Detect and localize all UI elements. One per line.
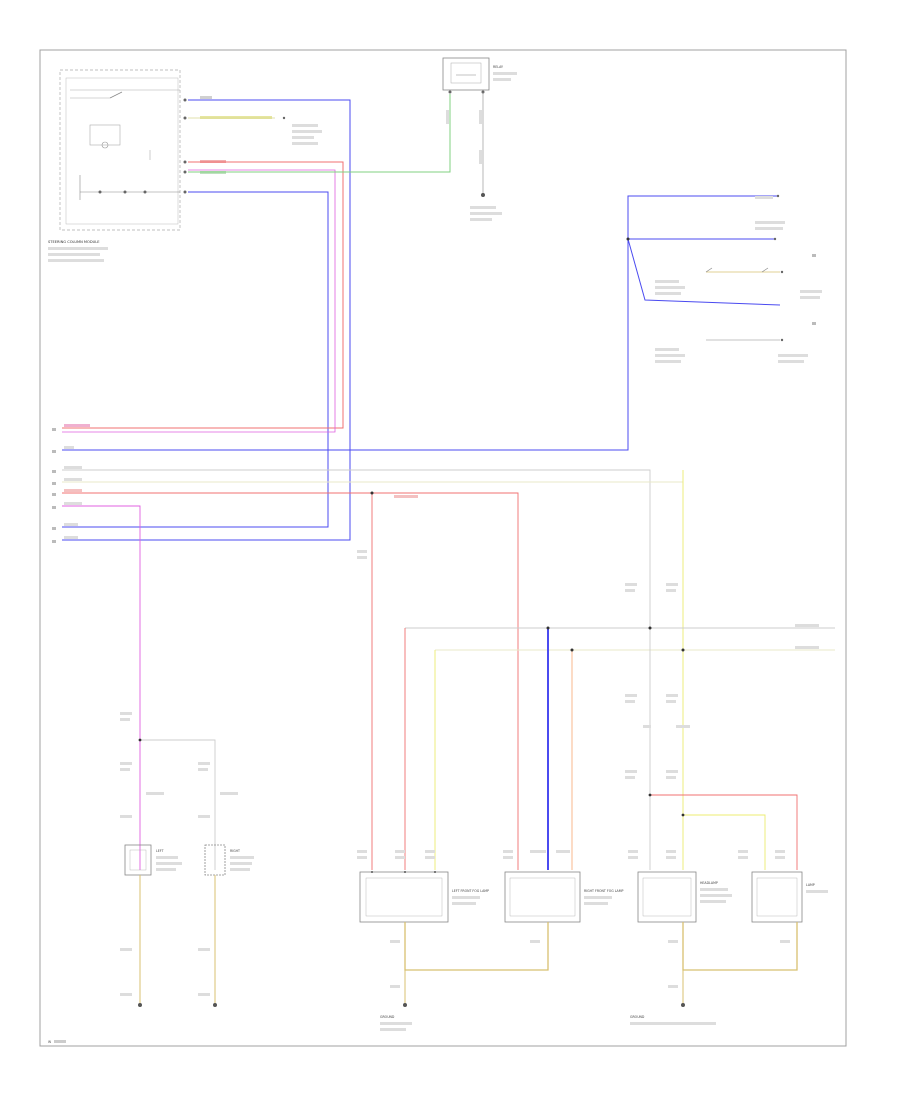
- bottom-pin-labels: [357, 850, 785, 859]
- diagram-frame: [39, 49, 847, 1047]
- right-front-fog-lamp: [504, 871, 581, 923]
- module-label: STEERING COLUMN MODULE: [48, 240, 100, 244]
- bottom-center-components: LEFT FRONT FOG LAMP RIGHT FRONT FOG LAMP…: [359, 871, 623, 1031]
- svg-text:RIGHT FRONT FOG LAMP: RIGHT FRONT FOG LAMP: [584, 889, 623, 893]
- svg-text:LEFT FRONT FOG LAMP: LEFT FRONT FOG LAMP: [452, 889, 489, 893]
- top-center-relay: RELAY: [442, 57, 517, 221]
- svg-text:GROUND: GROUND: [380, 1015, 395, 1019]
- top-wires: [62, 94, 451, 541]
- svg-text:LAMP: LAMP: [806, 883, 815, 887]
- middle-bus: [52, 424, 683, 870]
- lamp-component: [751, 871, 803, 923]
- left-fog-lamp: [124, 844, 152, 876]
- svg-text:RIGHT: RIGHT: [230, 849, 240, 853]
- steering-column-module: STEERING COLUMN MODULE: [48, 69, 187, 262]
- headlamp-switch: [637, 871, 697, 923]
- left-fog-lamp-group: LEFT RIGHT: [120, 844, 254, 1007]
- svg-text:LEFT: LEFT: [156, 849, 164, 853]
- svg-text:RELAY: RELAY: [493, 65, 503, 69]
- right-top-switch: [62, 194, 822, 451]
- pin-labels: [120, 550, 678, 818]
- svg-text:GROUND: GROUND: [630, 1015, 645, 1019]
- bottom-right-components: HEADLAMP LAMP GROUND: [630, 871, 828, 1025]
- module-inner-box: [89, 124, 121, 146]
- footer-tag: W: [48, 1040, 52, 1044]
- svg-text:HEADLAMP: HEADLAMP: [700, 881, 718, 885]
- left-front-fog-lamp: [359, 871, 449, 923]
- right-feed-wires: [404, 470, 835, 870]
